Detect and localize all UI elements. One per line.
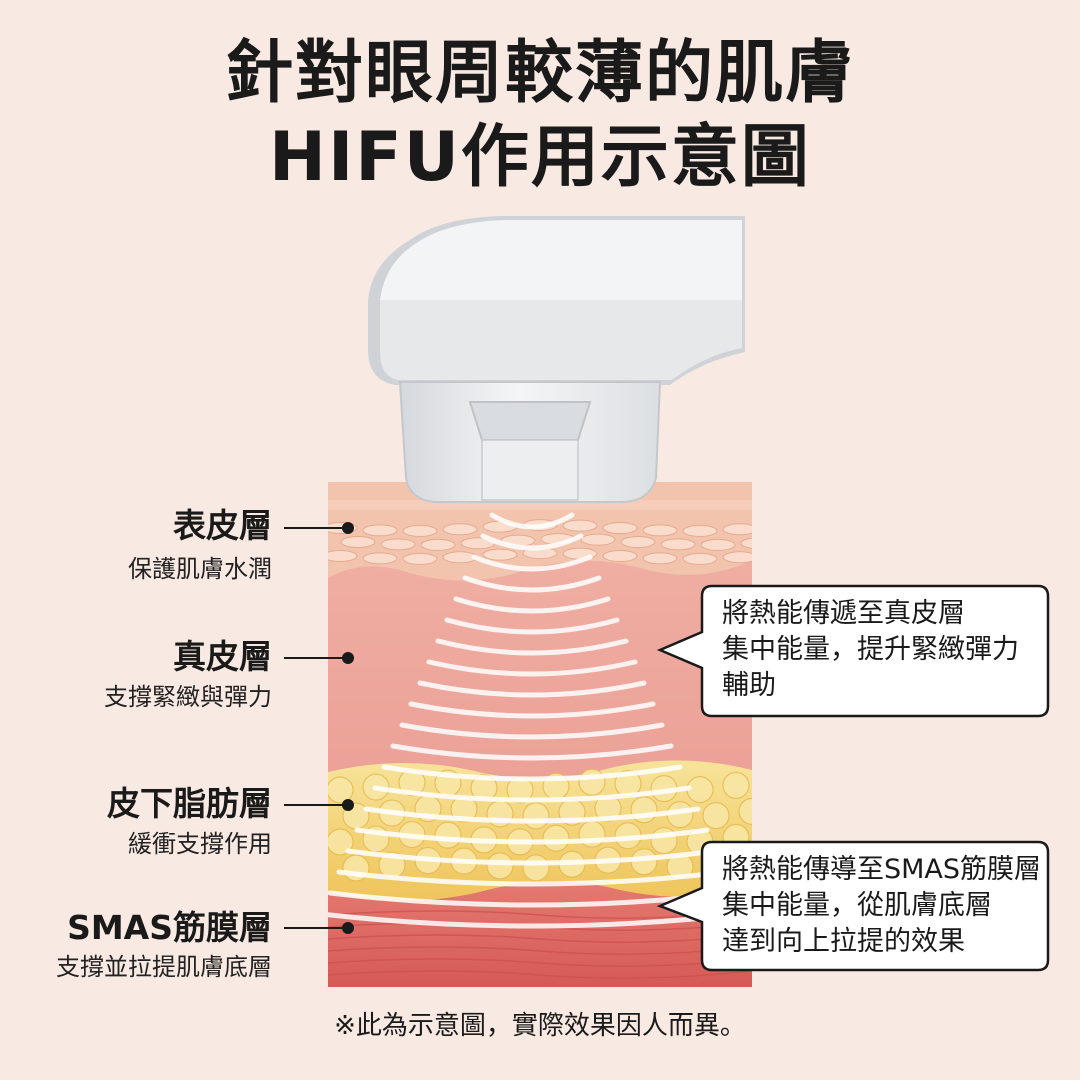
epidermis-cell bbox=[682, 524, 718, 537]
smas-fiber bbox=[328, 946, 752, 955]
ultrasound-wave bbox=[462, 575, 602, 593]
ultrasound-wave bbox=[328, 911, 746, 929]
layer-leader-lines bbox=[284, 527, 348, 929]
epidermis-cell bbox=[562, 519, 598, 532]
epidermis-cell bbox=[362, 524, 398, 537]
ultrasound-wave bbox=[471, 554, 593, 572]
epidermis-cell bbox=[580, 533, 616, 546]
epidermis-cell bbox=[660, 538, 696, 551]
title-line-1: 針對眼周較薄的肌膚 bbox=[224, 34, 855, 113]
title-line-2: HIFU作用示意圖 bbox=[269, 118, 811, 197]
ultrasound-wave bbox=[390, 743, 674, 761]
fat-cell bbox=[578, 768, 606, 796]
layer-name-dermis: 真皮層 bbox=[173, 637, 272, 676]
smas-fiber bbox=[328, 958, 752, 967]
epidermis-cell bbox=[642, 552, 678, 565]
callout-text-smas: 將熱能傳導至SMAS筋膜層 集中能量，從肌膚底層 達到向上拉提的效果 bbox=[722, 852, 1041, 960]
ultrasound-wave bbox=[372, 785, 692, 803]
epidermis-cell bbox=[602, 522, 638, 535]
callout-line: 集中能量，提升緊緻彈力 bbox=[722, 634, 1019, 665]
epidermis-cell bbox=[482, 548, 518, 561]
smas-fiber bbox=[328, 970, 752, 979]
epidermis-cell bbox=[722, 523, 752, 536]
callout-bubble-smas bbox=[656, 840, 1050, 972]
epidermis-cell bbox=[420, 538, 456, 551]
smas-layer bbox=[328, 881, 752, 987]
fat-cell bbox=[328, 828, 354, 856]
epidermis-cell bbox=[402, 524, 438, 537]
ultrasound-wave bbox=[354, 827, 710, 845]
fat-cell bbox=[486, 852, 514, 880]
fat-cell bbox=[328, 776, 354, 804]
ultrasound-wave-arcs bbox=[328, 512, 746, 929]
layer-desc-smas: 支撐並拉提肌膚底層 bbox=[56, 953, 272, 981]
epidermis-cell bbox=[380, 538, 416, 551]
smas-fiber bbox=[328, 910, 752, 919]
ultrasound-wave bbox=[417, 680, 647, 698]
fat-cell bbox=[434, 821, 462, 849]
ultrasound-wave bbox=[444, 617, 620, 635]
footnote: ※此為示意圖，實際效果因人而異。 bbox=[334, 1011, 746, 1041]
fat-cell bbox=[738, 797, 752, 825]
ultrasound-wave bbox=[435, 638, 629, 656]
epidermis-cell bbox=[722, 551, 752, 564]
ultrasound-wave bbox=[489, 512, 575, 530]
smas-fiber bbox=[328, 934, 752, 943]
epidermis-cell bbox=[620, 536, 656, 549]
ultrasound-wave bbox=[426, 659, 638, 677]
epidermis-cell bbox=[402, 552, 438, 565]
layer-desc-fat: 緩衝支撐作用 bbox=[128, 830, 272, 858]
fat-cell bbox=[702, 802, 730, 830]
fat-cell bbox=[722, 771, 750, 799]
epidermis-cell bbox=[682, 552, 718, 565]
smas-fibers bbox=[328, 910, 752, 979]
epidermis-cell bbox=[642, 524, 678, 537]
callout-line: 集中能量，從肌膚底層 bbox=[722, 890, 992, 921]
ultrasound-wave bbox=[480, 533, 584, 551]
fat-cell bbox=[686, 776, 714, 804]
ultrasound-wave bbox=[408, 701, 656, 719]
ultrasound-wave bbox=[399, 722, 665, 740]
epidermis-cell bbox=[740, 537, 752, 549]
epidermis-cell bbox=[362, 552, 398, 565]
callout-bubble-dermis bbox=[656, 584, 1050, 718]
epidermis-cell bbox=[602, 550, 638, 563]
fat-cell bbox=[630, 848, 658, 876]
callout-line: 將熱能傳遞至真皮層 bbox=[722, 598, 965, 629]
layer-desc-epidermis: 保護肌膚水潤 bbox=[128, 555, 272, 583]
epidermis-cells bbox=[328, 519, 752, 565]
epidermis-cell bbox=[700, 538, 736, 551]
hifu-device-illustration bbox=[368, 216, 745, 503]
layer-marker-dots bbox=[342, 522, 354, 934]
callout-line: 達到向上拉提的效果 bbox=[722, 926, 965, 957]
fat-cell bbox=[522, 802, 550, 830]
layer-name-smas: SMAS筋膜層 bbox=[67, 908, 272, 947]
ultrasound-wave bbox=[381, 764, 683, 782]
fat-cell bbox=[650, 826, 678, 855]
callout-text-dermis: 將熱能傳遞至真皮層 集中能量，提升緊緻彈力 輔助 bbox=[722, 596, 1019, 704]
callout-line: 將熱能傳導至SMAS筋膜層 bbox=[722, 854, 1042, 885]
fat-cell bbox=[522, 854, 550, 882]
ultrasound-wave bbox=[345, 848, 719, 866]
ultrasound-wave bbox=[336, 869, 728, 887]
epidermis-cell bbox=[340, 536, 376, 548]
callout-line: 輔助 bbox=[722, 670, 776, 701]
epidermis-cell bbox=[442, 523, 478, 536]
layer-name-epidermis: 表皮層 bbox=[173, 506, 272, 545]
ultrasound-wave bbox=[363, 806, 701, 824]
ultrasound-wave bbox=[453, 596, 611, 614]
layer-name-fat: 皮下脂肪層 bbox=[107, 784, 272, 823]
epidermis-cell bbox=[328, 550, 358, 562]
fat-cell bbox=[542, 824, 570, 852]
layer-desc-dermis: 支撐緊緻與彈力 bbox=[104, 683, 272, 711]
